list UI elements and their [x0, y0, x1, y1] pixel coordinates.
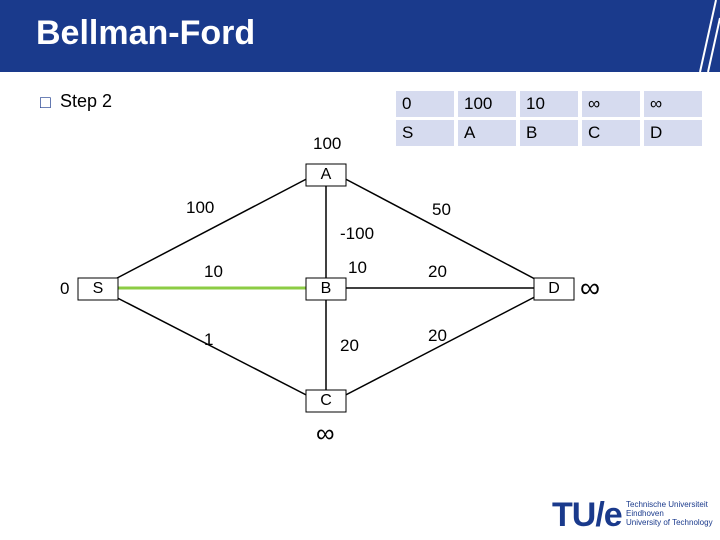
distance-cell-d: ∞ — [644, 91, 702, 117]
logo-line-3: University of Technology — [626, 518, 713, 527]
edge-a-b-weight: -100 — [340, 224, 375, 243]
title-bar: Bellman-Ford — [0, 0, 720, 72]
slide-title: Bellman-Ford — [36, 14, 256, 52]
node-d-label: D — [548, 280, 560, 297]
vertex-row: S A B C D — [396, 120, 702, 146]
edge-a-d-weight: 50 — [432, 200, 451, 219]
node-c-label: C — [320, 392, 332, 409]
vertex-cell-a: A — [458, 120, 516, 146]
vertex-cell-d: D — [644, 120, 702, 146]
node-s-box — [77, 277, 119, 301]
distance-table: 0 100 10 ∞ ∞ S A B C D — [392, 88, 706, 149]
edge-s-b-weight: 10 — [204, 262, 223, 281]
edge-a-d — [335, 173, 553, 289]
edge-s-c-weight: 1 — [204, 330, 214, 349]
distance-cell-c: ∞ — [582, 91, 640, 117]
node-c-box — [305, 389, 347, 413]
vertex-cell-s: S — [396, 120, 454, 146]
vertex-cell-c: C — [582, 120, 640, 146]
edge-b-d-weight-upper: 10 — [348, 258, 367, 277]
node-s-label: S — [92, 280, 104, 297]
decorative-slashes — [699, 0, 720, 72]
distance-cell-a: 100 — [458, 91, 516, 117]
vertex-cell-b: B — [520, 120, 578, 146]
node-a-box — [305, 163, 347, 187]
node-s-distance: 0 — [60, 279, 70, 298]
edge-b-d-weight: 20 — [428, 262, 447, 281]
distance-cell-s: 0 — [396, 91, 454, 117]
distance-cell-b: 10 — [520, 91, 578, 117]
node-a-label: A — [320, 166, 332, 183]
edge-s-a — [97, 173, 317, 289]
node-b-label: B — [320, 280, 332, 297]
edge-c-b-weight: 20 — [340, 336, 359, 355]
node-c-distance: ∞ — [316, 418, 335, 448]
edge-s-a-weight: 100 — [186, 198, 215, 217]
edge-c-d-weight: 20 — [428, 326, 447, 345]
tue-logo-text: Technische Universiteit Eindhoven Univer… — [626, 500, 713, 527]
node-d-distance: ∞ — [580, 272, 600, 303]
distance-row: 0 100 10 ∞ ∞ — [396, 91, 702, 117]
step-label: Step 2 — [60, 91, 113, 111]
logo-line-2: Eindhoven — [626, 509, 664, 518]
node-a-distance: 100 — [313, 134, 342, 153]
tue-logo: TU/e — [552, 496, 623, 534]
logo-line-1: Technische Universiteit — [626, 500, 708, 509]
node-b-box — [305, 277, 347, 301]
edge-c-d — [335, 287, 553, 401]
bullet-icon: □ — [40, 92, 51, 112]
edge-s-c — [97, 287, 317, 401]
node-d-box — [533, 277, 575, 301]
